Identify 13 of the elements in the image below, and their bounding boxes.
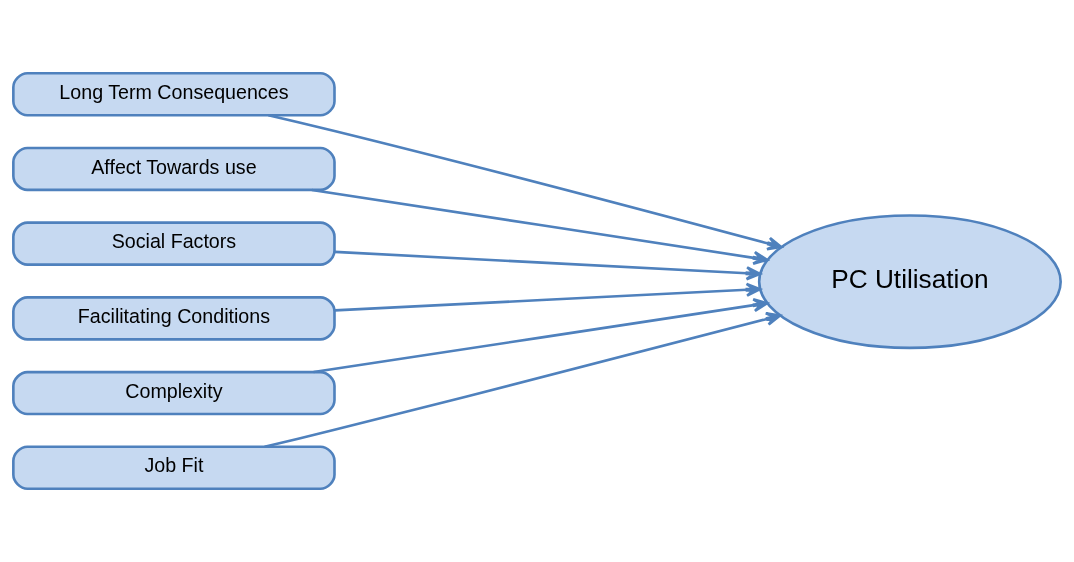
arrow (311, 188, 769, 266)
node-box: Long Term Consequences (12, 71, 336, 117)
arrow (268, 113, 783, 251)
node-box: Social Factors (12, 221, 336, 266)
node-box: Facilitating Conditions (12, 296, 336, 341)
node-box: Job Fit (12, 445, 336, 491)
node-box: Affect Towards use (12, 146, 336, 192)
arrow (334, 282, 762, 312)
node-box: Complexity (12, 370, 336, 416)
arrow (264, 311, 782, 449)
node-ellipse: PC Utilisation (757, 214, 1062, 350)
arrow (334, 250, 762, 281)
arrow (313, 298, 769, 374)
